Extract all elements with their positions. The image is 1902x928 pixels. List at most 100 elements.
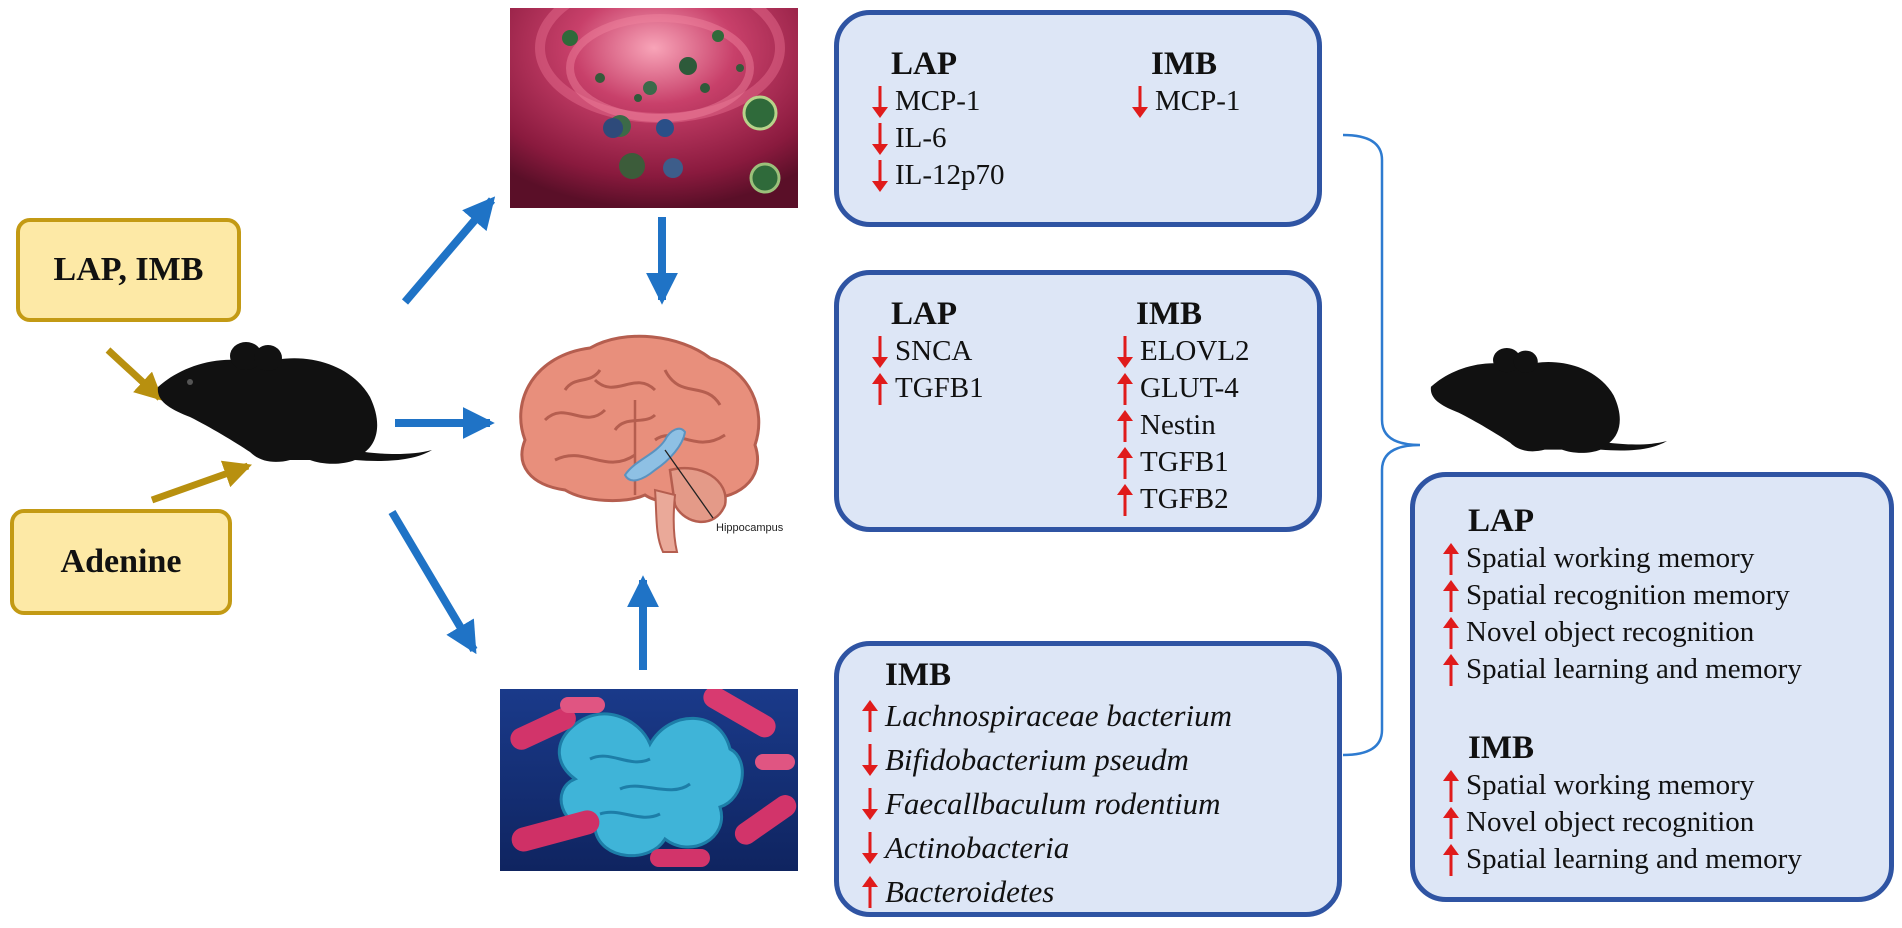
marker-label: Spatial working memory: [1466, 769, 1755, 801]
marker-label: MCP-1: [895, 85, 981, 117]
down-arrow-icon: [869, 335, 891, 369]
marker-row: TGFB1: [869, 370, 984, 407]
marker-row: Spatial working memory: [1440, 767, 1802, 804]
gut-microbiota-image: [500, 689, 798, 871]
marker-label: Bifidobacterium pseudm: [885, 742, 1189, 777]
gene-lap-title: LAP: [891, 296, 957, 332]
marker-row: Spatial recognition memory: [1440, 577, 1802, 614]
up-arrow-icon: [1440, 806, 1462, 840]
marker-label: IL-12p70: [895, 159, 1005, 191]
microbiota-imb-title: IMB: [885, 657, 951, 693]
marker-row: GLUT-4: [1114, 370, 1250, 407]
hippocampus-label: Hippocampus: [716, 522, 784, 534]
marker-label: Faecallbaculum rodentium: [885, 786, 1221, 821]
marker-row: Spatial working memory: [1440, 540, 1802, 577]
treatment-arrow: [105, 347, 164, 401]
marker-row: ELOVL2: [1114, 333, 1250, 370]
down-arrow-icon: [869, 85, 891, 119]
marker-label: TGFB1: [1140, 446, 1229, 478]
up-arrow-icon: [1114, 372, 1136, 406]
down-arrow-icon: [859, 831, 881, 865]
adenine-arrow: [150, 460, 252, 504]
marker-label: Spatial learning and memory: [1466, 653, 1802, 685]
blood-vessel-image: [510, 8, 798, 208]
marker-row: Spatial learning and memory: [1440, 841, 1802, 878]
up-arrow-icon: [1114, 483, 1136, 517]
marker-row: Actinobacteria: [859, 826, 1232, 870]
marker-label: Spatial learning and memory: [1466, 843, 1802, 875]
marker-label: TGFB2: [1140, 483, 1229, 515]
treatment-box: LAP, IMB: [16, 218, 241, 322]
marker-row: IL-12p70: [869, 157, 1005, 194]
marker-label: ELOVL2: [1140, 335, 1250, 367]
marker-row: Novel object recognition: [1440, 614, 1802, 651]
up-arrow-icon: [869, 372, 891, 406]
marker-row: Novel object recognition: [1440, 804, 1802, 841]
up-arrow-icon: [1440, 579, 1462, 613]
marker-row: Faecallbaculum rodentium: [859, 782, 1232, 826]
marker-row: IL-6: [869, 120, 1005, 157]
marker-row: Bacteroidetes: [859, 870, 1232, 914]
summary-bracket: [1342, 133, 1421, 757]
marker-label: IL-6: [895, 122, 947, 154]
down-arrow-icon: [1114, 335, 1136, 369]
gene-imb-title: IMB: [1136, 296, 1202, 332]
cytokine-imb-title: IMB: [1151, 46, 1217, 82]
cytokine-imb-column: IMB MCP-1: [1129, 45, 1240, 120]
up-arrow-icon: [1114, 446, 1136, 480]
adenine-label: Adenine: [60, 543, 182, 580]
marker-row: Nestin: [1114, 407, 1250, 444]
up-arrow-icon: [1440, 616, 1462, 650]
marker-row: MCP-1: [1129, 83, 1240, 120]
marker-label: Actinobacteria: [885, 830, 1070, 865]
marker-label: Bacteroidetes: [885, 874, 1055, 909]
up-arrow-icon: [1440, 769, 1462, 803]
up-arrow-icon: [859, 699, 881, 733]
adenine-box: Adenine: [10, 509, 232, 615]
marker-label: SNCA: [895, 335, 973, 367]
behavior-lap-title: LAP: [1468, 503, 1534, 539]
marker-row: TGFB1: [1114, 444, 1250, 481]
up-arrow-icon: [1440, 542, 1462, 576]
gene-lap-column: LAP SNCA TGFB1: [869, 295, 984, 407]
marker-row: MCP-1: [869, 83, 1005, 120]
mouse-icon-result: [1430, 348, 1668, 453]
down-arrow-icon: [1129, 85, 1151, 119]
marker-label: Novel object recognition: [1466, 616, 1755, 648]
marker-label: Novel object recognition: [1466, 806, 1755, 838]
down-arrow-icon: [859, 787, 881, 821]
mouse-icon: [157, 342, 432, 464]
down-arrow-icon: [869, 122, 891, 156]
treatment-label: LAP, IMB: [53, 251, 204, 288]
up-arrow-icon: [1114, 409, 1136, 443]
cytokine-lap-title: LAP: [891, 46, 957, 82]
down-arrow-icon: [859, 743, 881, 777]
marker-label: MCP-1: [1155, 85, 1241, 117]
down-arrow-icon: [869, 159, 891, 193]
marker-row: Bifidobacterium pseudm: [859, 738, 1232, 782]
marker-label: Lachnospiraceae bacterium: [885, 698, 1232, 733]
up-arrow-icon: [1440, 843, 1462, 877]
marker-label: GLUT-4: [1140, 372, 1239, 404]
up-arrow-icon: [1440, 653, 1462, 687]
arrow-to-gut: [388, 509, 478, 655]
behavior-imb-title: IMB: [1468, 730, 1534, 766]
marker-row: TGFB2: [1114, 481, 1250, 518]
up-arrow-icon: [859, 875, 881, 909]
brain-illustration: [519, 334, 761, 553]
arrow-to-blood: [401, 196, 496, 305]
marker-row: SNCA: [869, 333, 984, 370]
marker-row: Spatial learning and memory: [1440, 651, 1802, 688]
marker-label: TGFB1: [895, 372, 984, 404]
marker-label: Nestin: [1140, 409, 1216, 441]
